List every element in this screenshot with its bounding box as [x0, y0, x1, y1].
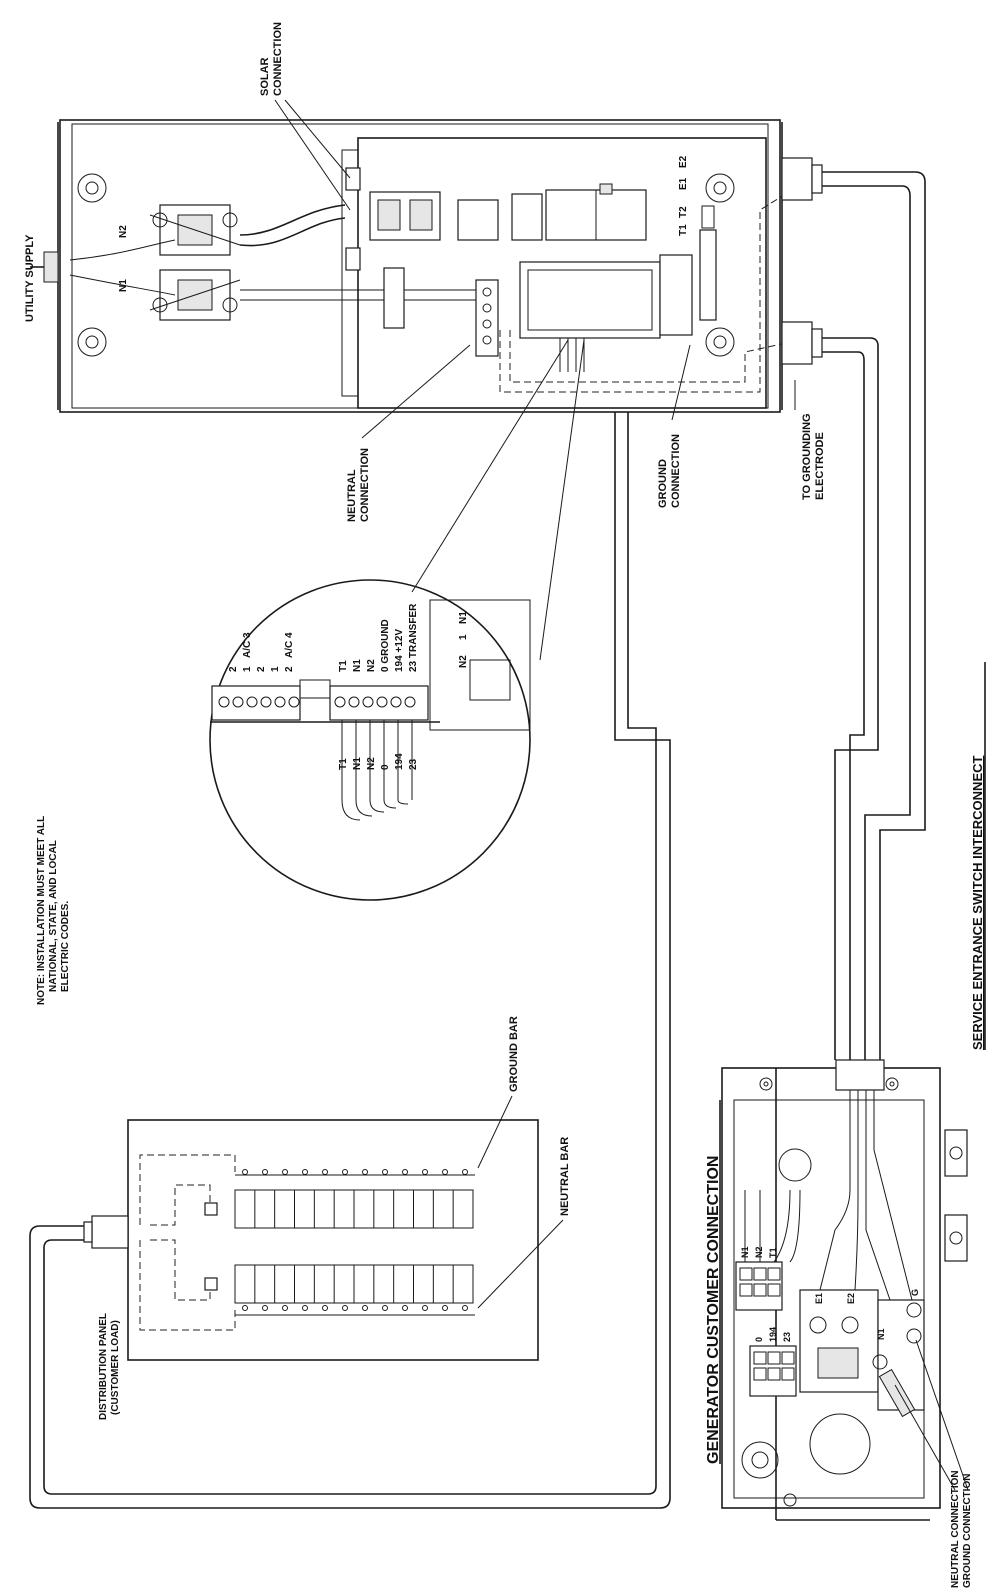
neutral-connection-label: NEUTRAL: [346, 469, 358, 522]
gen-term-n1-bus: N1: [876, 1328, 886, 1340]
terminal-e2-label: E2: [678, 155, 689, 168]
service-entrance-switch: N2 N1 E2 E1 T2 T1: [30, 119, 823, 413]
terminal-e1-label: E1: [678, 177, 689, 190]
detail-term-3: 2: [256, 666, 267, 672]
conduit-fitting-top: [781, 157, 813, 201]
gen-term-n1: N1: [740, 1246, 750, 1258]
panel-conduit-fitting: [91, 1215, 129, 1249]
ground-connection-label: GROUND: [657, 459, 669, 508]
distribution-panel-label-2: (CUSTOMER LOAD): [110, 1320, 121, 1415]
detail-ac3-label: A/C 3: [242, 632, 253, 658]
neutral-bar-holes: [242, 1305, 468, 1311]
gen-neutral-connection-label: NEUTRAL CONNECTION: [950, 1470, 961, 1588]
detail-row2-n1: N1: [352, 659, 363, 672]
terminal-n1-label: N1: [118, 279, 129, 292]
detail-row2-t1: T1: [338, 660, 349, 672]
detail-lower-1: 1: [458, 634, 469, 640]
detail-row2-n2: N2: [366, 659, 377, 672]
gen-terminal-block-bottom: [749, 1345, 797, 1397]
detail-wire-t1: T1: [338, 758, 349, 770]
neutral-connection-label-2: CONNECTION: [359, 448, 371, 522]
note-line-2: NATIONAL, STATE, AND LOCAL: [48, 840, 59, 992]
gen-term-0: 0: [754, 1337, 764, 1342]
detail-wire-194: 194: [394, 753, 405, 770]
solar-leader: [284, 99, 351, 179]
installation-note: NOTE: INSTALLATION MUST MEET ALL NATIONA…: [36, 816, 71, 1005]
terminal-t2-label: T2: [678, 206, 689, 218]
detail-term-5: 2: [284, 666, 295, 672]
note-line-1: NOTE: INSTALLATION MUST MEET ALL: [36, 816, 47, 1005]
service-entrance-title: SERVICE ENTRANCE SWITCH INTERCONNECT: [970, 755, 985, 1050]
generator-customer-connection-title: GENERATOR CUSTOMER CONNECTION: [705, 1156, 722, 1464]
ground-connection-label-2: CONNECTION: [670, 434, 682, 508]
gen-term-g: G: [910, 1289, 920, 1296]
detail-row2-194: 194 +12V: [394, 629, 405, 672]
gen-term-194: 194: [768, 1327, 778, 1342]
detail-wire-23: 23: [408, 758, 419, 770]
gen-term-t1: T1: [768, 1247, 778, 1258]
detail-row2-ground: 0 GROUND: [380, 619, 391, 672]
solar-connection-label-2: CONNECTION: [272, 22, 284, 96]
detail-wire-n1: N1: [352, 757, 363, 770]
terminal-t1-label: T1: [678, 224, 689, 236]
gen-term-n2: N2: [754, 1246, 764, 1258]
detail-lower-n1: N1: [458, 611, 469, 624]
detail-wire-0: 0: [380, 764, 391, 770]
detail-term-4: 1: [270, 666, 281, 672]
meter-socket: [149, 204, 241, 321]
detail-lower-n2: N2: [458, 655, 469, 668]
detail-term-2: 1: [242, 666, 253, 672]
neutral-bar-label: NEUTRAL BAR: [559, 1137, 571, 1216]
detail-row2-23: 23 TRANSFER: [408, 603, 419, 672]
terminal-detail-view: 2 1 2 1 2 A/C 3 A/C 4 T1 N1 N2 0 GROUND …: [209, 339, 585, 901]
generator-conduit-fitting: [835, 1059, 885, 1091]
distribution-panel: [83, 1119, 539, 1361]
generator-enclosure: N1 N2 T1 0 194 23 E1 E2 N1 G: [721, 1059, 968, 1521]
detail-wire-n2: N2: [366, 757, 377, 770]
generator-box: [721, 1067, 941, 1509]
gen-term-e2: E2: [846, 1293, 856, 1304]
solar-connection-label: SOLAR: [259, 57, 271, 96]
neutral-leader: [361, 344, 471, 439]
switch-enclosure: [59, 119, 781, 413]
controller-board: [519, 261, 661, 339]
gen-term-23: 23: [782, 1332, 792, 1342]
detail-term-1: 2: [228, 666, 239, 672]
ground-bar-holes: [242, 1169, 468, 1175]
detail-ac4-label: A/C 4: [284, 632, 295, 658]
distribution-panel-label: DISTRIBUTION PANEL: [98, 1313, 109, 1420]
note-line-3: ELECTRIC CODES.: [60, 901, 71, 992]
conduit-runs: [29, 171, 926, 1509]
gen-term-e1: E1: [814, 1293, 824, 1304]
grounding-electrode-label-2: ELECTRODE: [814, 432, 826, 500]
ground-bar-label: GROUND BAR: [508, 1016, 520, 1092]
conduit-fitting-bottom: [781, 321, 813, 365]
grounding-electrode-label: TO GROUNDING: [801, 413, 813, 500]
gen-terminal-block-top: [735, 1261, 783, 1311]
detail-circle: [209, 579, 531, 901]
gen-ground-connection-label: GROUND CONNECTION: [962, 1474, 973, 1588]
distribution-panel-box: [127, 1119, 539, 1361]
ground-leader: [671, 344, 691, 421]
terminal-n2-label: N2: [118, 225, 129, 238]
utility-supply-label: UTILITY SUPPLY: [24, 234, 36, 322]
